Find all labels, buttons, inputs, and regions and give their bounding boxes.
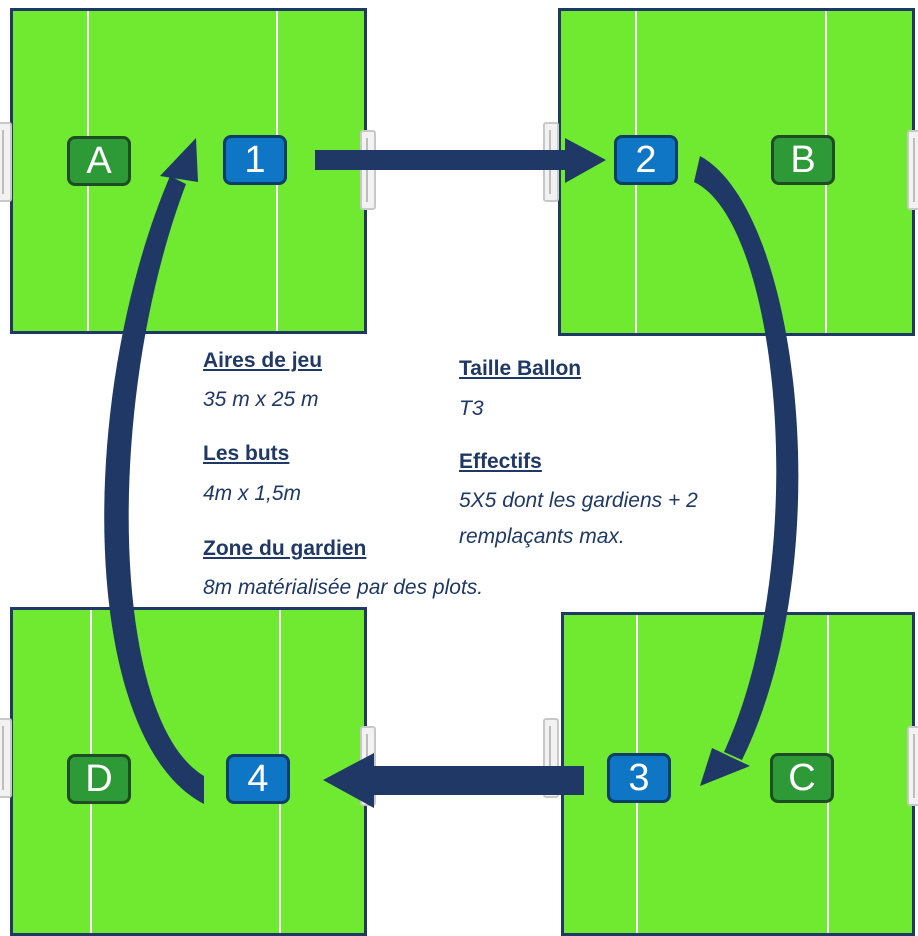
ballon-value: T3	[459, 397, 484, 420]
arrow-2-to-3	[694, 156, 799, 760]
rotation-badge-3: 3	[607, 753, 671, 803]
ballon-title: Taille Ballon	[459, 357, 582, 380]
goal-left	[0, 122, 12, 202]
buts-value: 4m x 1,5m	[203, 482, 302, 505]
team-badge-c: C	[770, 753, 834, 803]
rotation-badge-2: 2	[614, 135, 678, 185]
buts-title: Les buts	[203, 442, 290, 465]
zone-title: Zone du gardien	[203, 537, 367, 560]
arrow-1-to-2	[315, 138, 606, 183]
goal-left	[0, 718, 12, 798]
arrow-3-to-4	[323, 753, 584, 808]
goal-right	[907, 726, 918, 806]
goal-right	[907, 130, 918, 210]
arrow-4-to-1-head	[160, 138, 198, 182]
arrow-2-to-3-head	[700, 748, 750, 786]
effectifs-title: Effectifs	[459, 450, 542, 473]
effectifs-line-2: remplaçants max.	[459, 525, 625, 548]
effectifs-line-1: 5X5 dont les gardiens + 2	[459, 489, 698, 512]
team-badge-b: B	[771, 135, 835, 185]
aires-value: 35 m x 25 m	[203, 388, 319, 411]
zone-value: 8m matérialisée par des plots.	[203, 576, 484, 599]
rotation-badge-1: 1	[223, 135, 287, 185]
team-badge-a: A	[67, 136, 131, 186]
aires-title: Aires de jeu	[203, 349, 323, 372]
team-badge-d: D	[67, 754, 131, 804]
rotation-badge-4: 4	[226, 754, 290, 804]
arrow-4-to-1	[104, 176, 204, 804]
